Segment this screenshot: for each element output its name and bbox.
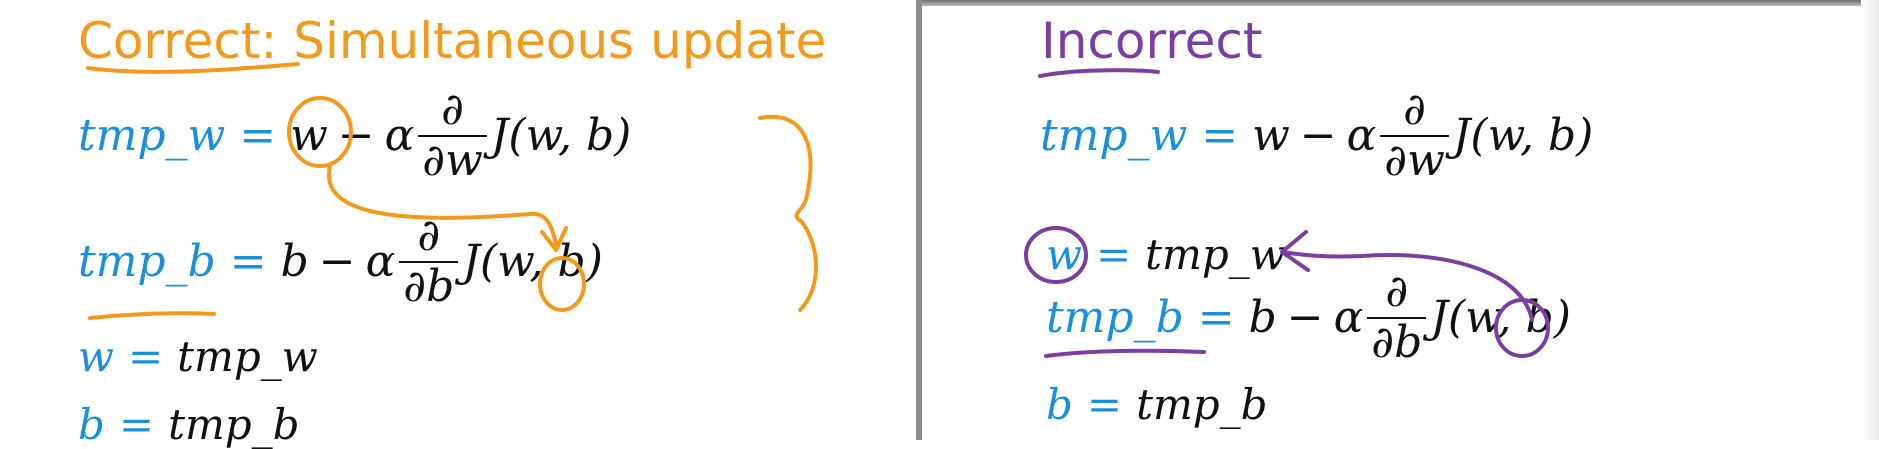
equals-sign: =: [1086, 380, 1123, 429]
lhs-tmp-b: tmp_b: [78, 235, 216, 287]
top-strip: [922, 0, 1879, 6]
partial-numerator: ∂: [441, 84, 464, 135]
alpha: α: [384, 109, 415, 161]
partial-derivative-w: ∂ ∂w: [1380, 84, 1449, 183]
equals-sign: =: [1197, 291, 1235, 343]
lhs-w: w: [78, 332, 114, 381]
correct-eq-assign-w: w = tmp_w: [78, 336, 318, 378]
cost-function: J(w, b): [1430, 291, 1571, 343]
minus-sign: −: [318, 235, 356, 287]
var-w: w: [290, 109, 328, 161]
correct-eq-assign-b: b = tmp_b: [78, 404, 300, 446]
lhs-b: b: [78, 400, 105, 449]
incorrect-eq-tmp-w: tmp_w = w − α ∂ ∂w J(w, b): [1040, 88, 1593, 183]
equals-sign: =: [1201, 109, 1239, 161]
cost-function: J(w, b): [490, 109, 632, 161]
alpha: α: [1346, 109, 1377, 161]
correct-title: Correct: Simultaneous update: [78, 12, 827, 70]
partial-denominator: ∂w: [418, 135, 487, 183]
correct-panel: Correct: Simultaneous update tmp_w = w −…: [0, 0, 916, 446]
partial-derivative-w: ∂ ∂w: [418, 84, 487, 183]
cost-function: J(w, b): [1452, 109, 1594, 161]
incorrect-title: Incorrect: [1041, 12, 1263, 70]
partial-numerator: ∂: [1403, 84, 1426, 135]
lhs-tmp-b: tmp_b: [1046, 291, 1184, 343]
correct-eq-tmp-w: tmp_w = w − α ∂ ∂w J(w, b): [78, 88, 631, 183]
panel-divider: [916, 0, 922, 440]
equals-sign: =: [1095, 230, 1132, 279]
partial-derivative-b: ∂ ∂b: [1367, 266, 1427, 365]
curly-brace: [758, 114, 819, 312]
lhs-b: b: [1046, 380, 1073, 429]
partial-denominator: ∂w: [1380, 135, 1449, 183]
tmp-b-underline: [88, 311, 216, 320]
rhs-tmp-w: tmp_w: [1145, 230, 1286, 279]
incorrect-eq-tmp-b: tmp_b = b − α ∂ ∂b J(w, b): [1046, 270, 1571, 365]
alpha: α: [1333, 291, 1364, 343]
equals-sign: =: [127, 332, 164, 381]
alpha: α: [365, 235, 396, 287]
lhs-tmp-w: tmp_w: [78, 109, 226, 161]
minus-sign: −: [337, 109, 375, 161]
title-underline: [1038, 68, 1160, 78]
equals-sign: =: [229, 235, 267, 287]
right-edge-shade: [1861, 0, 1879, 440]
partial-numerator: ∂: [417, 210, 441, 261]
correct-eq-tmp-b: tmp_b = b − α ∂ ∂b J(w, b): [78, 214, 603, 309]
cost-function: J(w, b): [462, 235, 603, 287]
lhs-tmp-w: tmp_w: [1040, 109, 1188, 161]
partial-denominator: ∂b: [399, 261, 459, 309]
rhs-tmp-b: tmp_b: [168, 400, 300, 449]
equals-sign: =: [118, 400, 155, 449]
partial-numerator: ∂: [1385, 266, 1409, 317]
minus-sign: −: [1286, 291, 1324, 343]
equals-sign: =: [239, 109, 277, 161]
rhs-tmp-b: tmp_b: [1136, 380, 1268, 429]
rhs-tmp-w: tmp_w: [177, 332, 318, 381]
incorrect-eq-assign-b: b = tmp_b: [1046, 384, 1268, 426]
minus-sign: −: [1299, 109, 1337, 161]
partial-denominator: ∂b: [1367, 317, 1427, 365]
var-w: w: [1252, 109, 1290, 161]
partial-derivative-b: ∂ ∂b: [399, 210, 459, 309]
var-b: b: [1248, 291, 1277, 343]
var-b: b: [280, 235, 309, 287]
incorrect-panel: Incorrect tmp_w = w − α ∂ ∂w J(w, b) w =…: [922, 0, 1879, 440]
